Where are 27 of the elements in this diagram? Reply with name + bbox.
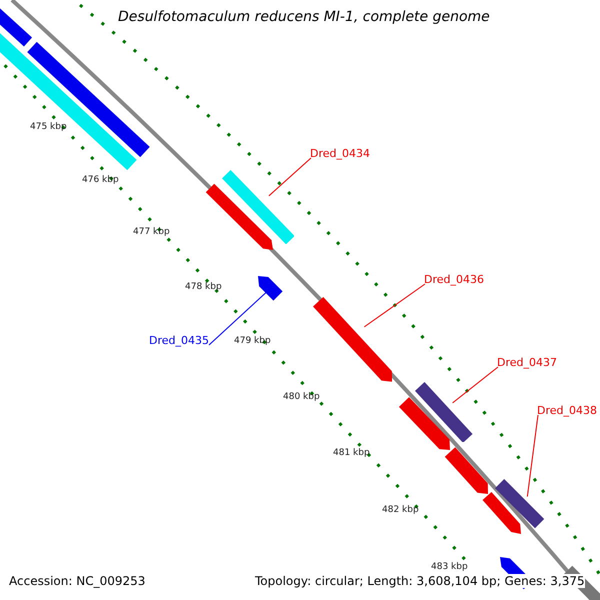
gene-label: Dred_0438: [537, 404, 597, 417]
gene-label: Dred_0435: [149, 334, 209, 347]
gene-label: Dred_0437: [497, 356, 557, 369]
tick-label: 478 kbp: [185, 282, 222, 292]
tick-label: 483 kbp: [431, 562, 468, 572]
tick-label: 476 kbp: [82, 175, 119, 185]
tick-label: 477 kbp: [133, 227, 170, 237]
tick-label: 481 kbp: [333, 448, 370, 458]
gene-bar: [415, 382, 473, 442]
tick-label: 475 kbp: [30, 122, 67, 132]
leader-line: [452, 366, 498, 404]
gene-bar: [495, 479, 545, 529]
leader-line: [526, 414, 538, 498]
tick-label: 482 kbp: [382, 505, 419, 515]
gene-bar: [312, 297, 392, 382]
gene-bar: [258, 276, 283, 301]
gene-label: Dred_0436: [424, 273, 484, 286]
leader-line: [364, 284, 426, 328]
gene-label: Dred_0434: [310, 147, 370, 160]
tick-label: 480 kbp: [283, 392, 320, 402]
title: Desulfotomaculum reducens MI-1, complete genome: [118, 9, 490, 25]
info-text: Topology: circular; Length: 3,608,104 bp; Genes: 3,375: [255, 574, 585, 588]
gene-bar: [222, 170, 294, 244]
tick-label: 479 kbp: [234, 336, 271, 346]
leader-line: [208, 291, 268, 346]
leader-line: [268, 158, 312, 196]
info-text: Accession: NC_009253: [9, 574, 146, 588]
